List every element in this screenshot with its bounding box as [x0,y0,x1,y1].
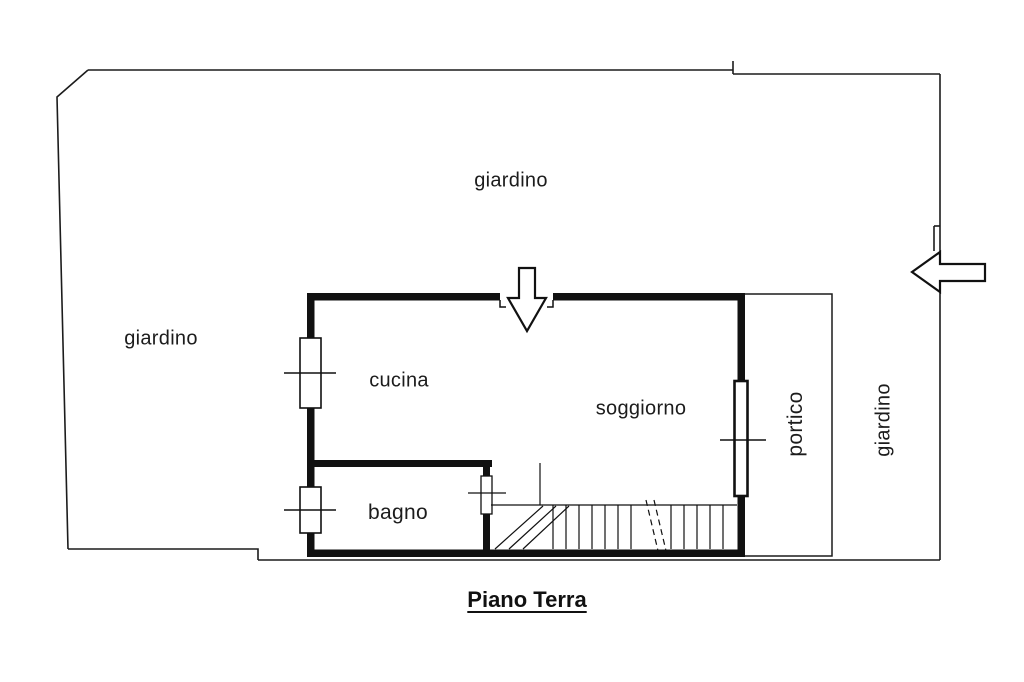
label-living-room: soggiorno [595,397,687,420]
property-boundary [56,61,941,561]
arrows [506,249,987,334]
living-room-window-icon [733,379,749,498]
site-access-arrow-icon [910,249,987,295]
plan-title: Piano Terra [467,587,587,612]
entrance-arrow-icon [506,266,548,334]
entrance-door-jambs [499,300,554,308]
porch-outline [745,293,833,557]
window-symbols [284,337,766,534]
label-garden-right: giardino [872,383,895,457]
staircase [491,463,737,556]
label-kitchen: cucina [369,369,429,392]
house-walls [307,293,745,557]
label-porch: portico [784,391,807,457]
label-garden-top: giardino [474,169,548,192]
label-garden-left: giardino [124,327,198,350]
bathroom-door-icon [480,475,493,515]
label-bathroom: bagno [368,501,428,524]
